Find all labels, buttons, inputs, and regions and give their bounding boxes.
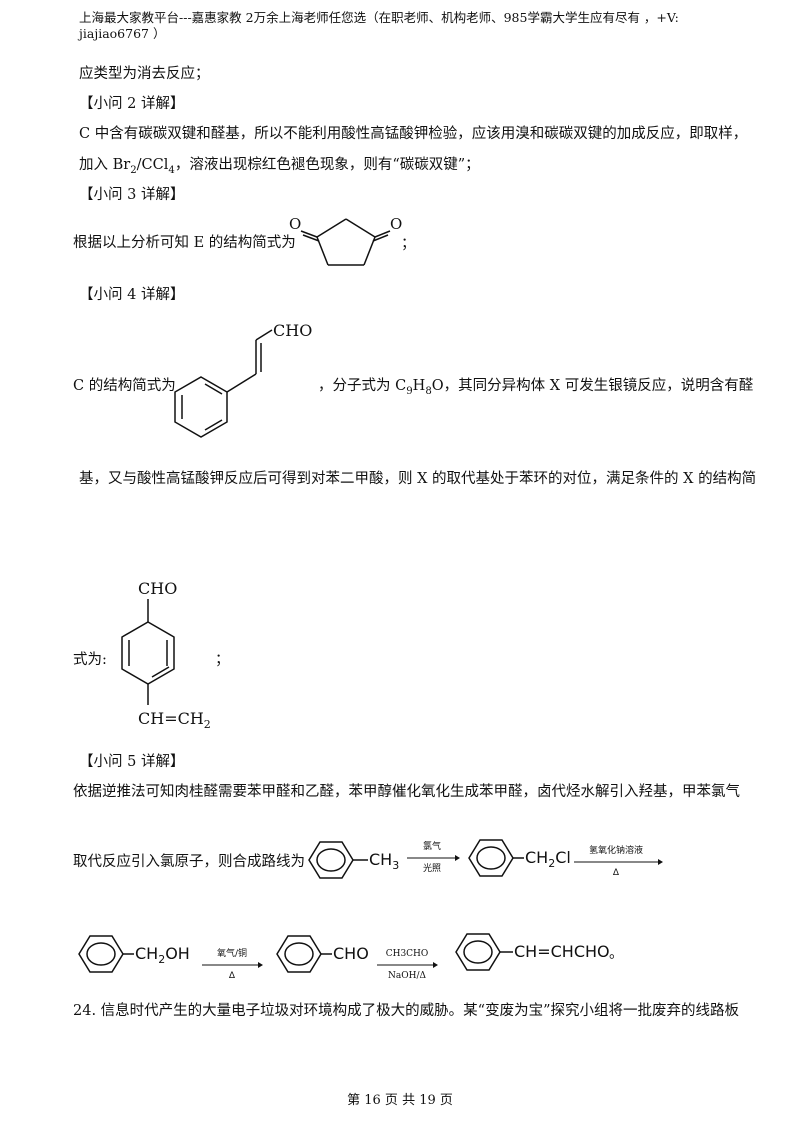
- propenal-label: CH=CHCHO: [514, 942, 610, 961]
- arrow-condition-top: CH3CHO: [386, 949, 429, 959]
- hydroxymethyl-label: CH2OH: [135, 944, 190, 966]
- oxygen-label-right: O: [390, 215, 402, 233]
- heading-q5: 【小问 5 详解】: [79, 754, 185, 770]
- header-line-2: jiajiao6767 ）: [79, 26, 166, 41]
- aldehyde-label: CHO: [273, 321, 312, 340]
- reaction-arrow-hydrolysis: 氢氧化钠溶液 Δ: [572, 842, 664, 882]
- paragraph-q2-a: C 中含有碳碳双键和醛基，所以不能利用酸性高锰酸钾检验，应该用溴和碳碳双键的加成…: [79, 126, 748, 142]
- heading-q2: 【小问 2 详解】: [79, 96, 185, 112]
- reaction-arrow-aldol: CH3CHO NaOH/Δ: [375, 945, 440, 985]
- aldehyde-label: CHO: [333, 944, 369, 963]
- paragraph-q3-end: ；: [401, 236, 416, 252]
- arrow-condition-top: 氯气: [423, 840, 441, 852]
- paragraph-q4-c: 式为:: [73, 652, 107, 668]
- paragraph-q5-a: 依据逆推法可知肉桂醛需要苯甲醛和乙醛，苯甲醇催化氧化生成苯甲醛，卤代烃水解引入羟…: [73, 784, 740, 800]
- arrow-condition-bottom: Δ: [229, 971, 236, 981]
- cinnamaldehyde-structure: CHO: [170, 312, 330, 440]
- oxygen-label-left: O: [289, 215, 301, 233]
- benzyl-chloride-structure: CH2Cl: [460, 828, 580, 888]
- paragraph-q4-b: 基，又与酸性高锰酸钾反应后可得到对苯二甲酸，则 X 的取代基处于苯环的对位，满足…: [79, 471, 757, 487]
- heading-q3: 【小问 3 详解】: [79, 187, 185, 203]
- paragraph-q4-a: C 的结构简式为: [73, 378, 176, 394]
- paragraph-q5-end: 。: [609, 946, 624, 962]
- benzyl-alcohol-structure: CH2OH: [70, 924, 200, 984]
- reaction-arrow-oxidation: 氧气/铜 Δ: [200, 945, 265, 985]
- paragraph-q4-a-cont: ，分子式为 C9H8O，其同分异构体 X 可发生银镜反应，说明含有醛: [318, 378, 754, 397]
- paragraph-q5-b: 取代反应引入氯原子，则合成路线为: [73, 854, 305, 870]
- cyclopentanedione-structure: O O: [286, 210, 406, 280]
- arrow-condition-bottom: Δ: [613, 868, 620, 878]
- page-footer: 第 16 页 共 19 页: [347, 1093, 453, 1108]
- vinyl-label: CH=CH2: [138, 709, 211, 731]
- paragraph-q2-b: 加入 Br2/CCl4，溶液出现棕红色褪色现象，则有“碳碳双键”；: [79, 157, 480, 176]
- header-line-1: 上海最大家教平台---嘉惠家教 2万余上海老师任您选（在职老师、机构老师、985…: [79, 10, 679, 25]
- arrow-condition-bottom: NaOH/Δ: [388, 971, 427, 981]
- vinylbenzaldehyde-structure: CHO CH=CH2: [112, 572, 232, 737]
- reaction-arrow-chlorination: 氯气 光照: [405, 838, 460, 878]
- heading-q4: 【小问 4 详解】: [79, 287, 185, 303]
- arrow-condition-top: 氢氧化钠溶液: [589, 844, 643, 856]
- paragraph-intro: 应类型为消去反应；: [79, 66, 210, 82]
- arrow-condition-top: 氧气/铜: [217, 947, 247, 959]
- toluene-structure: CH3: [300, 830, 410, 890]
- methyl-label: CH3: [369, 850, 399, 872]
- question-24: 24. 信息时代产生的大量电子垃圾对环境构成了极大的威胁。某“变废为宝”探究小组…: [73, 1003, 739, 1019]
- benzaldehyde-structure: CHO: [268, 924, 378, 984]
- aldehyde-label: CHO: [138, 579, 177, 598]
- chloromethyl-label: CH2Cl: [525, 848, 571, 870]
- arrow-condition-bottom: 光照: [423, 862, 441, 874]
- cinnamaldehyde-product-structure: CH=CHCHO: [447, 922, 617, 982]
- paragraph-q3: 根据以上分析可知 E 的结构简式为: [73, 235, 296, 251]
- page-header: 上海最大家教平台---嘉惠家教 2万余上海老师任您选（在职老师、机构老师、985…: [79, 10, 679, 42]
- paragraph-q4-c-end: ；: [215, 652, 230, 668]
